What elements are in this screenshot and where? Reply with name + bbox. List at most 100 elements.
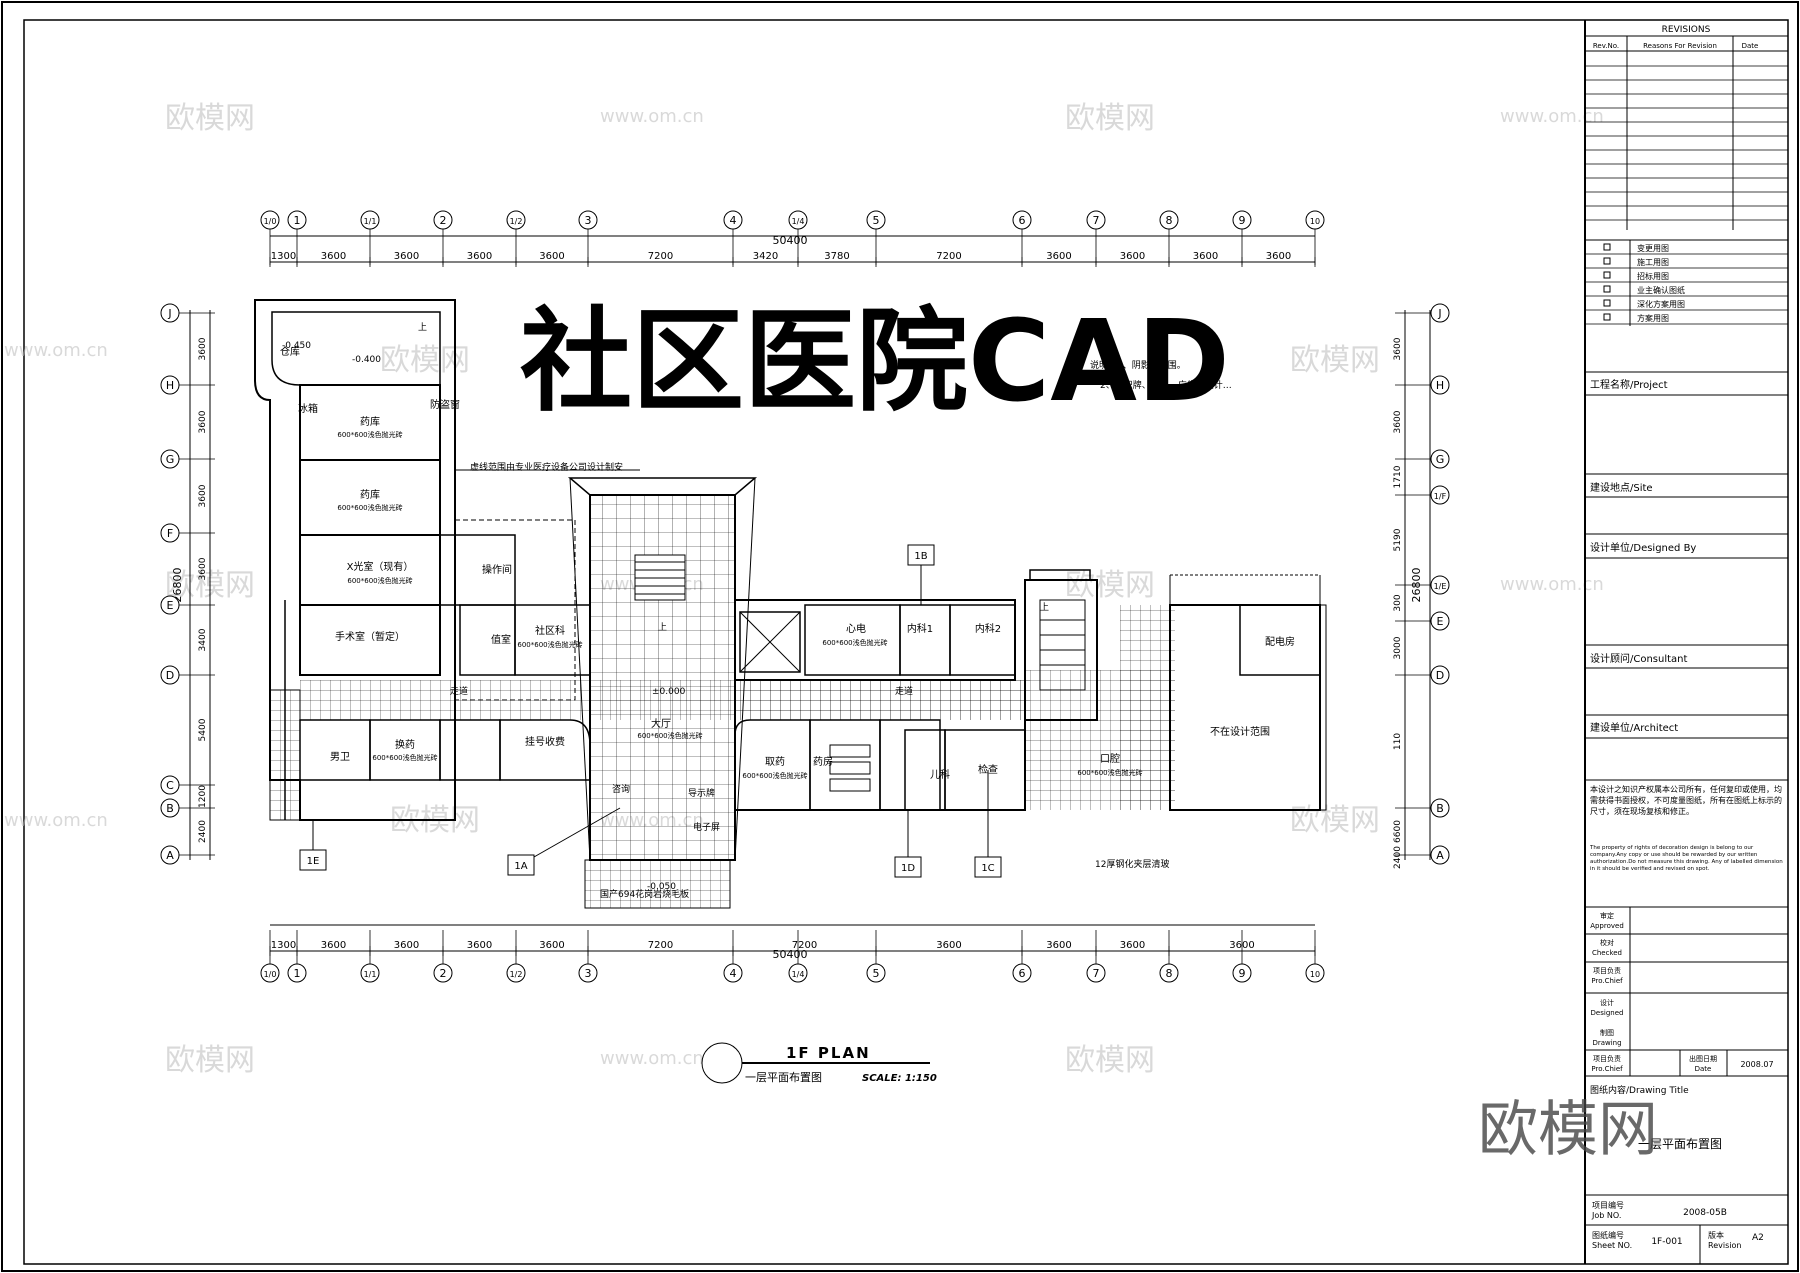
svg-text:Reasons For Revision: Reasons For Revision — [1643, 42, 1717, 50]
column-bubble-label: 7 — [1093, 967, 1100, 980]
label-designed-by: 设计单位/Designed By — [1590, 541, 1696, 554]
dimension-label: 3600 — [1120, 251, 1145, 262]
column-bubble-label: 8 — [1166, 967, 1173, 980]
dimension-label: 7200 — [648, 940, 673, 951]
column-bubble — [260, 210, 280, 230]
svg-text:Approved: Approved — [1590, 922, 1624, 930]
label-xguang: X光室（现有） — [347, 560, 414, 573]
svg-text:Date: Date — [1742, 42, 1759, 50]
svg-text:600*600浅色抛光砖: 600*600浅色抛光砖 — [822, 638, 887, 647]
column-bubble — [578, 210, 598, 230]
svg-text:600*600浅色抛光砖: 600*600浅色抛光砖 — [347, 576, 412, 585]
stage-label: 施工用图 — [1637, 257, 1669, 267]
column-bubble — [260, 963, 280, 983]
svg-text:Job NO.: Job NO. — [1591, 1211, 1621, 1220]
entry-floor — [1120, 605, 1175, 810]
row-bubble-label: A — [1436, 849, 1444, 862]
dimension-label: 3600 — [198, 484, 208, 507]
svg-text:项目编号: 项目编号 — [1592, 1200, 1624, 1210]
label-site: 建设地点/Site — [1590, 481, 1653, 494]
row-bubble-label: G — [1436, 453, 1445, 466]
label-notscope: 不在设计范围 — [1210, 725, 1270, 738]
svg-text:版本: 版本 — [1708, 1230, 1724, 1240]
dimension-label: 2400 — [1393, 846, 1403, 869]
stage-label: 变更用图 — [1637, 243, 1669, 253]
room-labels: 仓库 冰箱 药库 防盗窗 药库 X光室（现有） 操作间 手术室（暂定） 值室 社… — [280, 345, 1295, 781]
dimension-label: 3600 — [1266, 251, 1291, 262]
column-bubble-label: 2 — [440, 967, 447, 980]
label-fangdaochuang: 防盗窗 — [430, 398, 460, 411]
label-architect: 建设单位/Architect — [1590, 721, 1678, 734]
sheet-number: 1F-001 — [1651, 1237, 1682, 1247]
svg-text:走道: 走道 — [895, 685, 913, 697]
svg-text:咨询: 咨询 — [612, 783, 630, 795]
row-bubble-label: 1/E — [1434, 582, 1447, 591]
column-bubble-label: 1/2 — [510, 970, 523, 979]
watermark-url: www.om.cn — [600, 106, 704, 127]
room-guahao — [499, 719, 591, 781]
column-bubble-label: 1 — [294, 967, 301, 980]
svg-text:600*600浅色抛光砖: 600*600浅色抛光砖 — [517, 640, 582, 649]
svg-text:说明：1、阴影…范围。: 说明：1、阴影…范围。 — [1090, 359, 1186, 371]
column-bubble — [866, 210, 886, 230]
svg-text:600*600浅色抛光砖: 600*600浅色抛光砖 — [372, 753, 437, 762]
svg-text:Sheet NO.: Sheet NO. — [1592, 1241, 1632, 1250]
dimension-label: 3600 — [467, 940, 492, 951]
column-bubble-label: 9 — [1239, 967, 1246, 980]
svg-text:上: 上 — [1040, 602, 1049, 613]
dimension-label: 3600 — [539, 251, 564, 262]
column-bubble-label: 5 — [873, 214, 880, 227]
label-drawing-title: 图纸内容/Drawing Title — [1590, 1084, 1689, 1096]
row-bubble-label: B — [166, 802, 174, 815]
label-xindian: 心电 — [846, 622, 866, 635]
floor-notes: 600*600浅色抛光砖 600*600浅色抛光砖 600*600浅色抛光砖 6… — [337, 430, 1142, 780]
svg-text:2、标识牌、标识…广告…设计…: 2、标识牌、标识…广告…设计… — [1100, 379, 1232, 391]
stage-checkbox[interactable] — [1603, 243, 1611, 251]
column-bubble — [788, 210, 808, 230]
column-bubble-label: 5 — [873, 967, 880, 980]
svg-text:600*600浅色抛光砖: 600*600浅色抛光砖 — [742, 771, 807, 780]
floor-plan — [254, 298, 1327, 909]
dimension-label: 5400 — [198, 718, 208, 741]
dimension-label: 1710 — [1393, 465, 1403, 488]
column-bubble — [433, 210, 453, 230]
label-quyao: 取药 — [765, 756, 785, 768]
label-jianyan: 检查 — [978, 763, 998, 776]
column-bubble-label: 10 — [1310, 970, 1320, 979]
row-bubble-label: B — [1436, 802, 1444, 815]
watermark-url: www.om.cn — [600, 1048, 704, 1069]
svg-text:Drawing: Drawing — [1592, 1039, 1621, 1047]
watermark-text: 欧模网 — [1290, 803, 1380, 838]
column-bubble-label: 1 — [294, 214, 301, 227]
drawing-frame — [23, 19, 1789, 1265]
column-bubble — [287, 210, 307, 230]
svg-text:国产694花岗岩烧毛板: 国产694花岗岩烧毛板 — [600, 888, 689, 900]
row-bubble-label: D — [166, 669, 174, 682]
label-neike1: 内科1 — [907, 622, 933, 635]
total-dim-top: 50400 — [773, 234, 808, 247]
stage-checkbox[interactable] — [1603, 271, 1611, 279]
column-bubble-label: 4 — [730, 967, 737, 980]
svg-text:-0.050: -0.050 — [647, 882, 676, 892]
column-bubble — [1086, 210, 1106, 230]
column-bubble-label: 1/0 — [264, 970, 277, 979]
row-bubble-label: A — [166, 849, 174, 862]
callout-1d: 1D — [901, 863, 915, 874]
column-bubble — [287, 963, 307, 983]
dimension-label: 1200 — [198, 785, 208, 808]
dimension-label: 3400 — [198, 628, 208, 651]
stage-checkbox[interactable] — [1603, 285, 1611, 293]
column-bubble-label: 1/4 — [792, 970, 805, 979]
stage-checkbox[interactable] — [1603, 313, 1611, 321]
watermark-url: www.om.cn — [4, 340, 108, 361]
dimension-label: 3000 — [1393, 636, 1403, 659]
plan-subtitle: 一层平面布置图 — [745, 1071, 822, 1084]
svg-text:虚线范围由专业医疗设备公司设计制安: 虚线范围由专业医疗设备公司设计制安 — [470, 461, 623, 473]
stage-checkbox[interactable] — [1603, 299, 1611, 307]
svg-text:Revision: Revision — [1708, 1241, 1741, 1250]
column-bubble-label: 1/4 — [792, 217, 805, 226]
label-consultant: 设计顾问/Consultant — [1590, 652, 1688, 665]
column-bubble-label: 3 — [585, 214, 592, 227]
stage-checkbox[interactable] — [1603, 257, 1611, 265]
